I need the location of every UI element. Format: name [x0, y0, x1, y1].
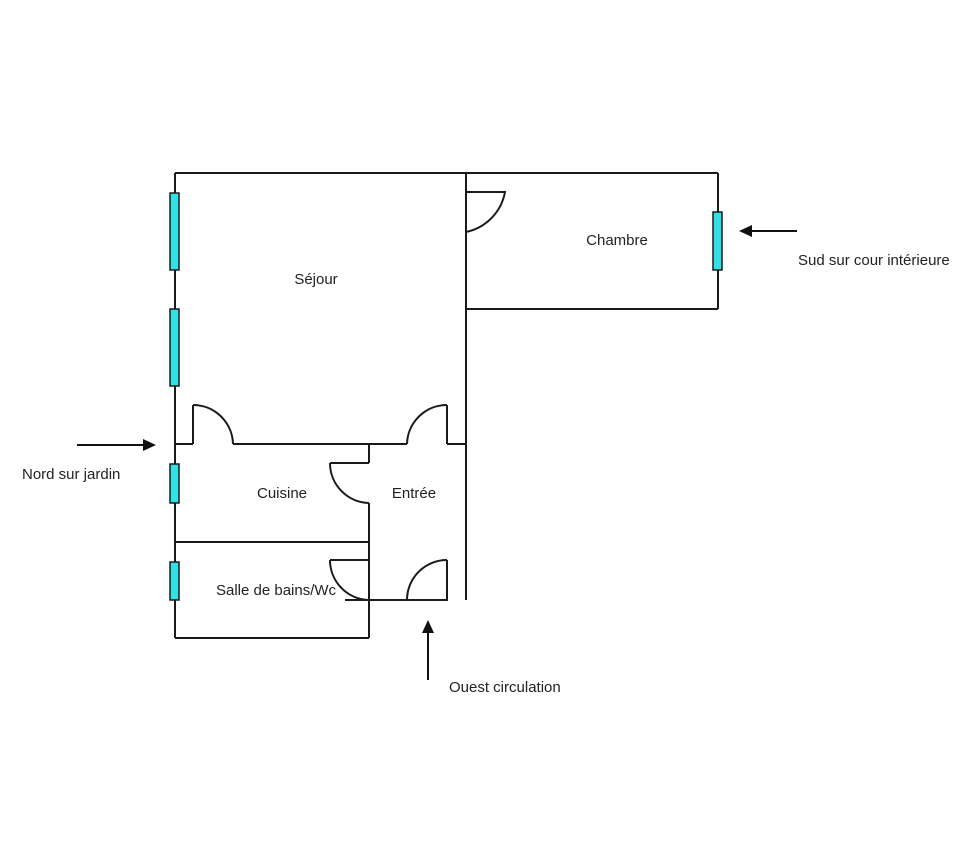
door-chambre — [465, 182, 507, 233]
windows — [169, 192, 723, 601]
label-nord: Nord sur jardin — [22, 466, 120, 483]
room-label-chambre: Chambre — [586, 232, 648, 249]
door-sejour-entree — [406, 404, 448, 445]
door-cuisine — [329, 462, 370, 504]
room-label-sejour: Séjour — [294, 271, 337, 288]
door-entree — [406, 559, 448, 601]
window-sejour-1 — [169, 192, 180, 271]
label-sud: Sud sur cour intérieure — [798, 252, 950, 269]
room-label-cuisine: Cuisine — [257, 485, 307, 502]
window-chambre — [712, 211, 723, 271]
doors — [192, 182, 507, 601]
room-label-entree: Entrée — [392, 485, 436, 502]
label-ouest: Ouest circulation — [449, 679, 561, 696]
window-cuisine — [169, 463, 180, 504]
window-sdb — [169, 561, 180, 601]
window-sejour-2 — [169, 308, 180, 387]
room-label-salle-de-bains: Salle de bains/Wc — [216, 582, 337, 599]
orientation-arrows — [77, 225, 797, 680]
door-sejour-left — [192, 404, 234, 445]
